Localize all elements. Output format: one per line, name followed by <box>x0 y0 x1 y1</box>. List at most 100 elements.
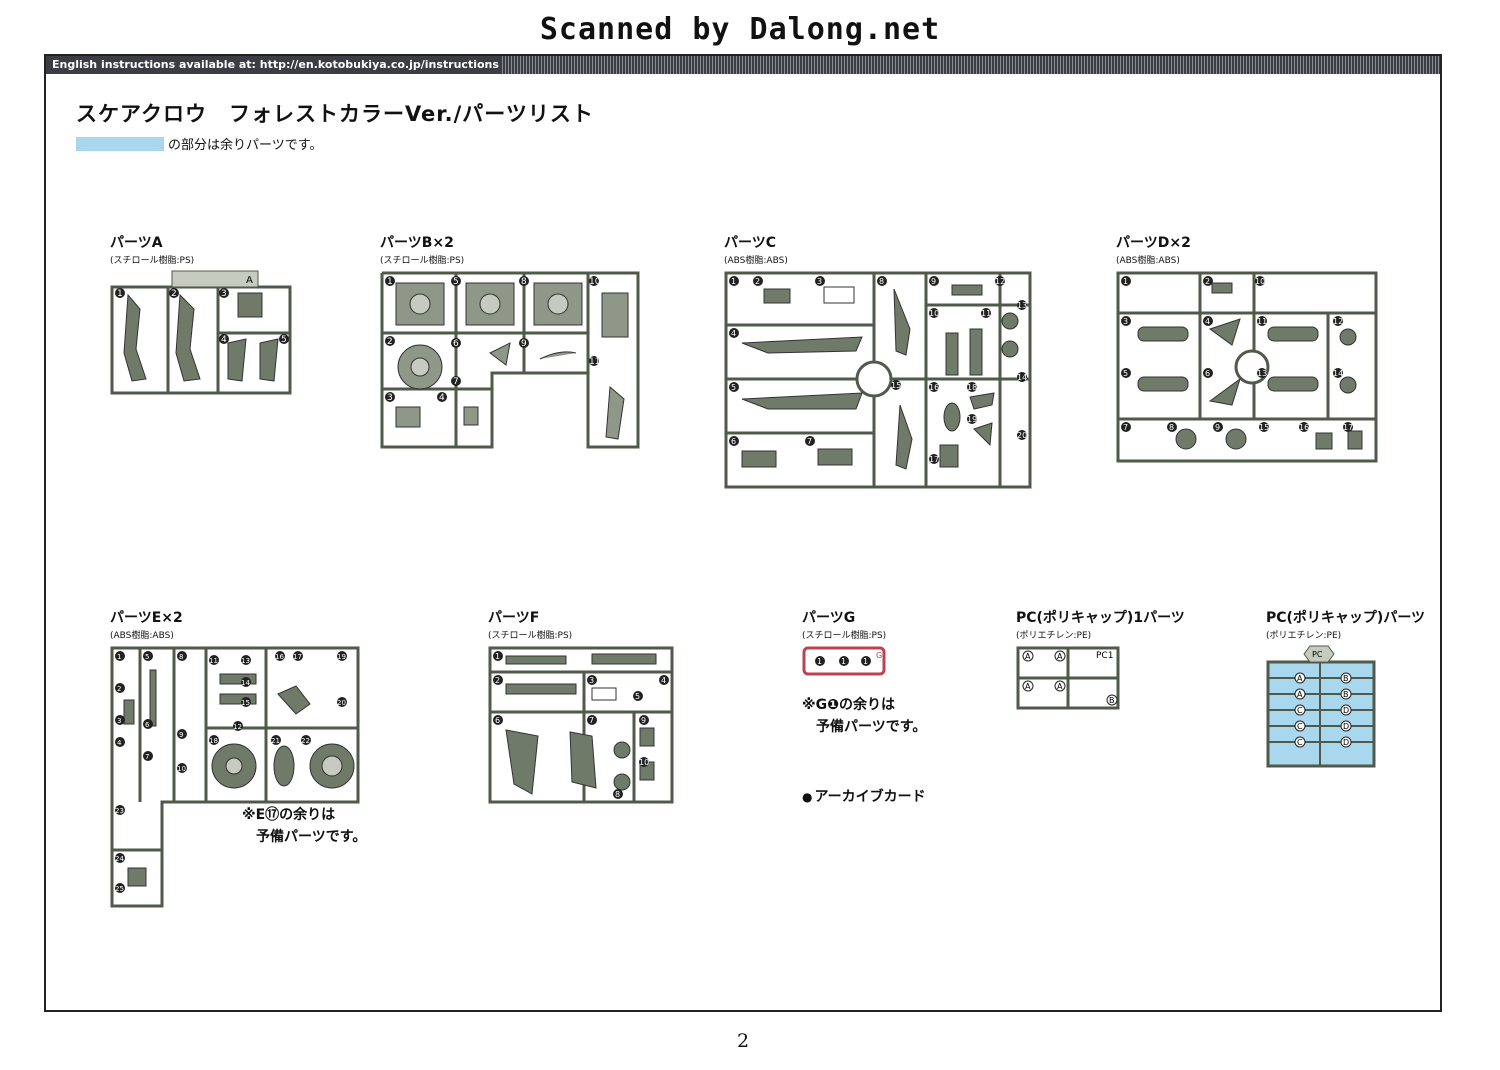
svg-text:1: 1 <box>817 657 822 666</box>
runner-e-numbers: 1 2 3 4 5 6 7 8 9 10 11 12 13 14 15 16 1… <box>115 651 347 893</box>
svg-text:18: 18 <box>967 383 977 392</box>
svg-text:9: 9 <box>521 339 527 349</box>
svg-text:7: 7 <box>145 753 149 761</box>
page-frame: English instructions available at: http:… <box>44 54 1442 1012</box>
spare-color-swatch <box>76 136 164 151</box>
svg-text:6: 6 <box>145 721 150 729</box>
svg-text:8: 8 <box>615 790 620 799</box>
svg-text:5: 5 <box>1123 369 1128 378</box>
part-e-heading: パーツE×2 (ABS樹脂:ABS) <box>110 607 183 641</box>
svg-text:3: 3 <box>589 676 594 685</box>
runner-a-tag: A <box>246 275 253 286</box>
part-material: (スチロール樹脂:PS) <box>488 631 573 641</box>
svg-text:10: 10 <box>177 765 186 773</box>
svg-text:3: 3 <box>387 393 393 403</box>
svg-text:11: 11 <box>209 657 218 665</box>
svg-text:1: 1 <box>841 657 846 666</box>
svg-text:A: A <box>1025 682 1031 691</box>
spare-parts-legend: の部分は余りパーツです。 <box>76 134 322 153</box>
svg-text:8: 8 <box>879 277 884 286</box>
svg-text:D: D <box>1343 722 1349 731</box>
svg-text:9: 9 <box>931 277 936 286</box>
note-line: 予備パーツです。 <box>256 829 367 845</box>
part-c-heading: パーツC (ABS樹脂:ABS) <box>724 232 788 266</box>
bullet-icon: ● <box>802 790 813 804</box>
runner-a: A 1 2 3 4 5 <box>110 270 292 395</box>
runner-c-hub <box>855 360 893 398</box>
svg-text:4: 4 <box>117 739 122 747</box>
runner-d-hub <box>1234 349 1270 385</box>
svg-text:5: 5 <box>731 383 736 392</box>
runner-f-parts <box>505 653 657 795</box>
svg-text:13: 13 <box>1257 369 1267 378</box>
svg-text:22: 22 <box>301 737 310 745</box>
svg-text:1: 1 <box>1123 277 1128 286</box>
runner-pc-labels: A A C C C B B D D D <box>1294 672 1352 748</box>
part-name: パーツD×2 <box>1116 235 1191 251</box>
svg-text:14: 14 <box>1333 369 1343 378</box>
runner-e-parts <box>123 669 355 887</box>
runner-f: 1 2 3 4 5 6 7 8 9 10 <box>488 646 674 804</box>
part-material: (スチロール樹脂:PS) <box>380 256 465 266</box>
svg-text:12: 12 <box>995 277 1005 286</box>
part-material: (ABS樹脂:ABS) <box>1116 256 1180 266</box>
svg-text:2: 2 <box>1205 277 1210 286</box>
note-line: ※E⑰の余りは <box>242 807 336 823</box>
part-name: パーツB×2 <box>380 235 454 251</box>
svg-text:9: 9 <box>1215 423 1220 432</box>
runner-d-frame <box>1116 271 1378 463</box>
svg-text:10: 10 <box>589 277 601 287</box>
svg-text:5: 5 <box>453 277 459 287</box>
svg-text:11: 11 <box>589 357 600 367</box>
svg-text:10: 10 <box>929 309 939 318</box>
runner-d-numbers: 1 2 3 4 5 6 7 8 9 10 11 12 13 14 15 16 1… <box>1121 276 1353 432</box>
svg-text:5: 5 <box>145 653 149 661</box>
svg-text:1: 1 <box>117 653 121 661</box>
runner-pc-grid <box>1268 662 1374 766</box>
part-name: パーツC <box>724 235 776 251</box>
runner-pc-tag-plate <box>1303 645 1335 663</box>
runner-pc-tag: PC <box>1312 650 1323 659</box>
svg-text:B: B <box>1109 696 1115 705</box>
svg-text:2: 2 <box>171 289 177 299</box>
svg-text:5: 5 <box>635 692 640 701</box>
svg-text:A: A <box>1025 652 1031 661</box>
runner-g-tag: G <box>876 651 882 660</box>
part-name: パーツG <box>802 610 856 626</box>
svg-text:B: B <box>1343 690 1349 699</box>
svg-text:6: 6 <box>453 339 459 349</box>
svg-text:2: 2 <box>495 676 500 685</box>
svg-text:6: 6 <box>495 716 500 725</box>
svg-text:8: 8 <box>1169 423 1174 432</box>
svg-text:D: D <box>1343 706 1349 715</box>
runner-f-numbers: 1 2 3 4 5 6 7 8 9 10 <box>493 651 669 799</box>
svg-text:D: D <box>1343 738 1349 747</box>
part-material: (スチロール樹脂:PS) <box>110 256 195 266</box>
part-g-spare-note: ※G❶の余りは 予備パーツです。 <box>802 694 926 738</box>
svg-text:11: 11 <box>1257 317 1267 326</box>
svg-text:10: 10 <box>639 758 649 767</box>
english-instructions-link[interactable]: English instructions available at: http:… <box>52 58 499 71</box>
svg-text:A: A <box>1057 682 1063 691</box>
part-name: パーツF <box>488 610 540 626</box>
svg-text:2: 2 <box>755 277 760 286</box>
svg-text:10: 10 <box>1255 277 1265 286</box>
svg-text:4: 4 <box>661 676 666 685</box>
svg-text:8: 8 <box>179 653 183 661</box>
archive-card-text: アーカイブカード <box>814 789 926 805</box>
svg-text:15: 15 <box>1259 423 1269 432</box>
runner-pc1: PC1 A A A A B <box>1016 646 1120 710</box>
legend-text: の部分は余りパーツです。 <box>168 138 323 153</box>
runner-c: 1 2 3 4 5 6 7 8 9 10 11 12 13 14 15 16 1… <box>724 271 1032 489</box>
english-instructions-banner[interactable]: English instructions available at: http:… <box>46 56 1440 74</box>
svg-text:2: 2 <box>387 337 393 347</box>
runner-b: 1 2 3 4 5 6 7 8 9 10 11 <box>380 271 640 449</box>
svg-text:12: 12 <box>233 723 242 731</box>
archive-card-label: ●アーカイブカード <box>802 786 926 806</box>
svg-text:1: 1 <box>495 652 500 661</box>
svg-text:4: 4 <box>1205 317 1210 326</box>
part-name: パーツA <box>110 235 163 251</box>
part-a-heading: パーツA (スチロール樹脂:PS) <box>110 232 194 266</box>
note-line: 予備パーツです。 <box>816 719 927 735</box>
runner-g: 1 1 1 G <box>802 646 886 676</box>
